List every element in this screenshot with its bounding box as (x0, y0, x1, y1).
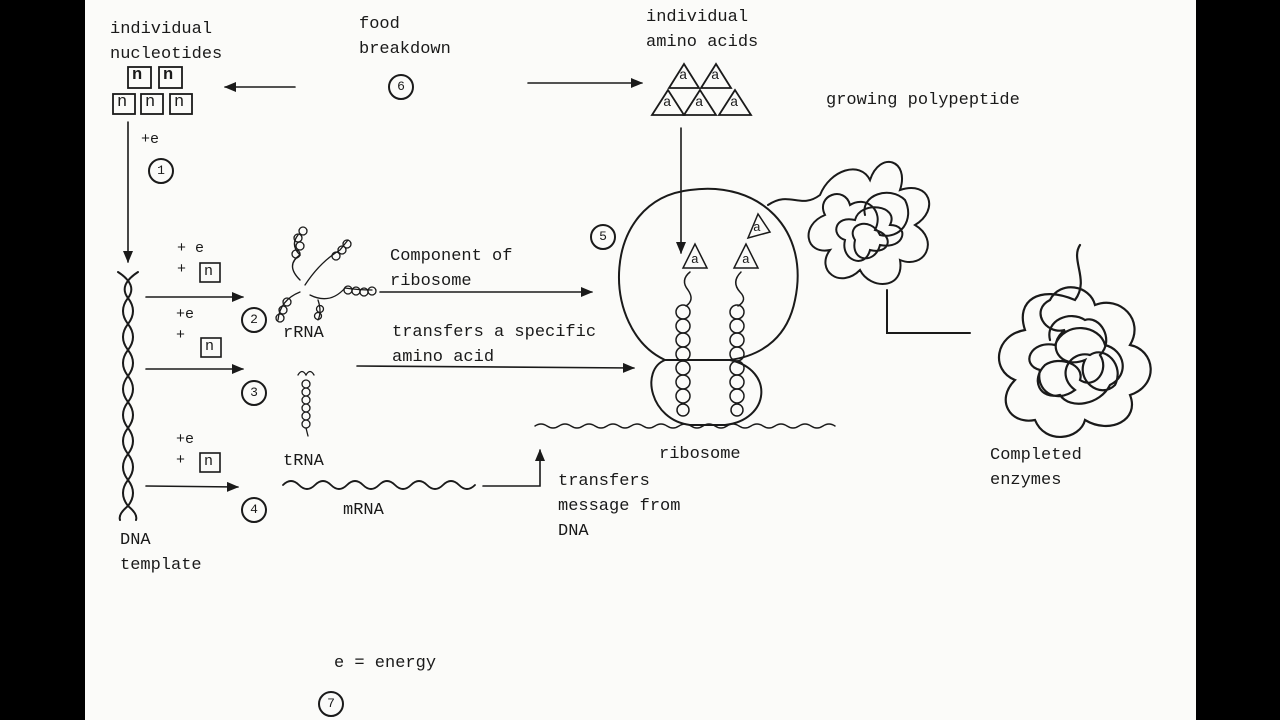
individual-nucleotides-label: individual nucleotides (110, 20, 223, 64)
plus-energy-label: +e (141, 131, 160, 148)
arrow-dna-to-mrna (145, 481, 239, 492)
small-n-boxes (199, 262, 222, 473)
nucleotide-symbol: n (132, 66, 143, 85)
arrow-trna-to-ribosome (356, 362, 635, 373)
plus-energy-label: +e + (176, 306, 195, 344)
trna-label: tRNA (283, 452, 324, 471)
plus-energy-label: + e + (177, 240, 205, 278)
trna-molecule (297, 370, 315, 437)
energy-key-label: e = energy (334, 654, 437, 673)
completed-enzyme-tangle (997, 243, 1152, 438)
individual-amino-acids-label: individual amino acids (646, 8, 759, 52)
polypeptide-connector (886, 289, 971, 334)
paper-sheet (85, 0, 1196, 720)
step-3-marker: 3 (241, 380, 267, 406)
mrna-label: mRNA (343, 501, 384, 520)
step-1-marker: 1 (148, 158, 174, 184)
ribosome-label: ribosome (659, 445, 741, 464)
amino-acid-symbol: a (730, 95, 739, 111)
component-of-ribosome-label: Component of ribosome (390, 247, 513, 291)
rrna-label: rRNA (283, 324, 324, 343)
nucleotide-symbol: n (204, 263, 214, 280)
nucleotide-symbol: n (117, 93, 128, 112)
step-4-marker: 4 (241, 497, 267, 523)
growing-polypeptide-tangle (767, 160, 931, 285)
nucleotide-symbol: n (174, 93, 185, 112)
nucleotide-symbol: n (205, 338, 215, 355)
rrna-molecule (275, 226, 377, 323)
nucleotide-symbol: n (204, 453, 214, 470)
amino-acid-symbol: a (753, 220, 761, 235)
nucleotide-symbol: n (145, 93, 156, 112)
ribosome-shape (618, 187, 799, 426)
step-7-marker: 7 (318, 691, 344, 717)
dna-helix (117, 271, 139, 521)
transfers-amino-acid-label: transfers a specific amino acid (392, 323, 597, 367)
amino-acid-symbol: a (663, 95, 672, 111)
step-2-marker: 2 (241, 307, 267, 333)
ribosome-trnas (675, 212, 772, 417)
step-6-marker: 6 (388, 74, 414, 100)
plus-energy-label: +e + (176, 431, 195, 469)
food-breakdown-label: food breakdown (359, 15, 451, 59)
transfers-message-label: transfers message from DNA (558, 472, 681, 541)
completed-enzymes-label: Completed enzymes (990, 446, 1082, 490)
step-5-marker: 5 (590, 224, 616, 250)
arrow-mrna-to-ribosome (482, 449, 545, 487)
nucleotide-symbol: n (163, 66, 174, 85)
amino-acid-symbol: a (691, 252, 699, 267)
growing-polypeptide-label: growing polypeptide (826, 91, 1020, 110)
amino-acid-symbol: a (711, 68, 720, 84)
amino-acid-symbol: a (679, 68, 688, 84)
amino-acid-symbol: a (695, 95, 704, 111)
dna-template-label: DNA template (120, 531, 202, 575)
amino-acid-symbol: a (742, 252, 750, 267)
mrna-strand (282, 480, 476, 490)
nucleotide-boxes (112, 66, 193, 115)
ribosome-mrna-line (534, 423, 836, 429)
amino-acid-triangles (650, 62, 753, 116)
